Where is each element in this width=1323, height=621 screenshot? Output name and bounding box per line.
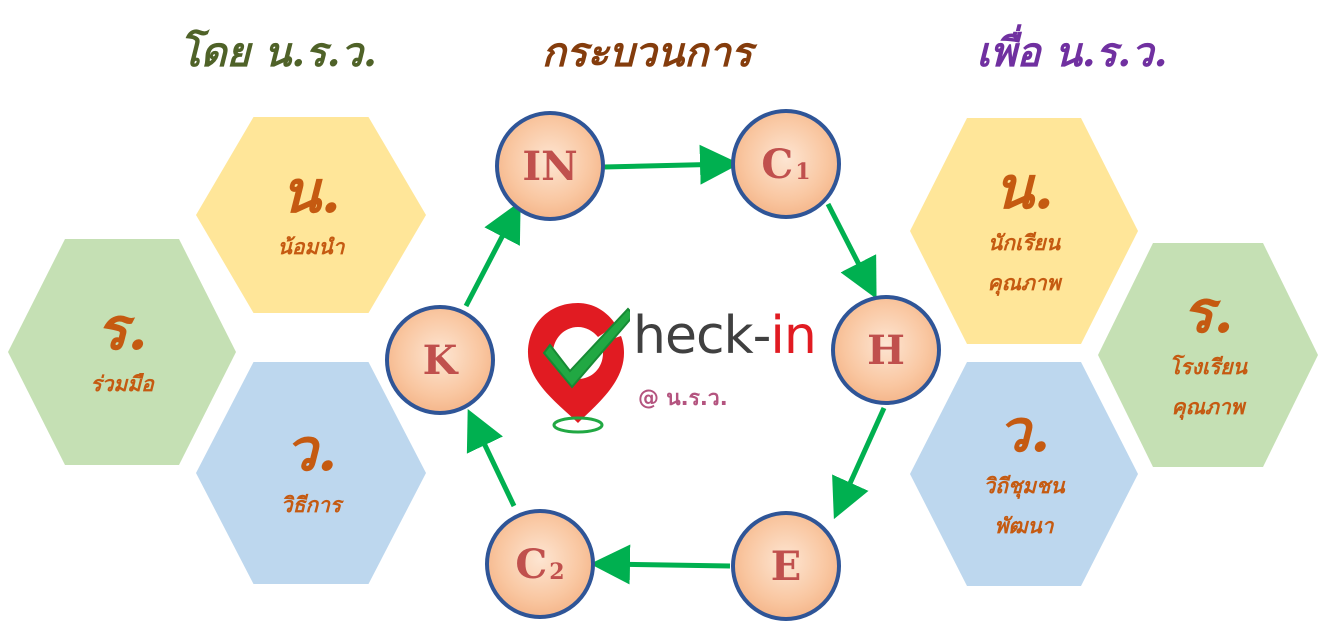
hex-label: คุณภาพ [987, 270, 1061, 295]
hex-letter: น. [994, 154, 1054, 223]
logo-subtitle: @ น.ร.ว. [638, 386, 728, 410]
arrow-c1-to-h [825, 202, 877, 299]
hex-label: ร่วมมือ [90, 371, 154, 397]
cycle-node-in: IN [495, 111, 605, 221]
hex-label: นักเรียน [987, 230, 1061, 256]
node-label: IN [522, 142, 578, 190]
heading-center: กระบวนการ [541, 29, 753, 76]
cycle-node-k: K [385, 305, 495, 415]
heading-right: เพื่อ น.ร.ว. [976, 29, 1168, 76]
hex-label: โรงเรียน [1169, 354, 1247, 380]
hex-letter: น. [281, 158, 341, 227]
hex-label: วิถีชุมชน [983, 473, 1065, 499]
arrow-c2-to-k [466, 408, 517, 508]
hex-letter: ร. [1182, 278, 1234, 347]
logo-wordmark: heck-in [633, 306, 817, 366]
hex-letter: ร. [96, 295, 148, 364]
logo-text-main: heck- [633, 306, 771, 366]
hex-letter: ว. [284, 416, 338, 485]
node-label: C [761, 140, 794, 188]
node-label: C [515, 540, 548, 588]
cycle-node-e: E [731, 511, 841, 621]
cycle-node-h: H [831, 295, 941, 405]
hex-letter: ว. [997, 397, 1051, 466]
node-subscript: 1 [795, 159, 811, 185]
hex-label: คุณภาพ [1171, 394, 1245, 419]
arrow-h-to-e [832, 406, 887, 520]
hex-label: น้อมนำ [277, 234, 345, 260]
node-subscript: 2 [549, 559, 565, 585]
check-in-logo-icon [528, 303, 630, 434]
node-label: E [770, 542, 802, 590]
node-label: H [867, 326, 905, 374]
hex-label: วิธีการ [280, 492, 342, 518]
node-label: K [422, 336, 458, 384]
hex-label: พัฒนา [994, 513, 1054, 538]
heading-left: โดย น.ร.ว. [179, 29, 377, 76]
arrow-in-to-c1 [603, 144, 740, 185]
arrow-e-to-c2 [590, 544, 731, 585]
logo-text-accent: in [770, 306, 816, 366]
arrow-k-to-in [463, 201, 521, 308]
